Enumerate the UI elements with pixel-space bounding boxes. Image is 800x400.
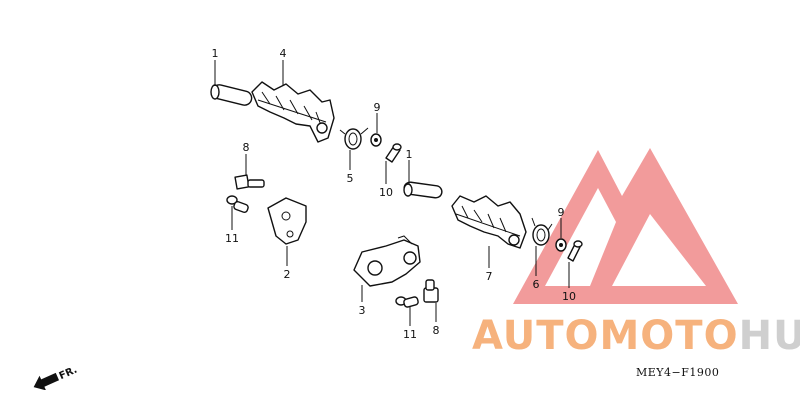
callout-6: 6 <box>533 278 540 291</box>
callout-1-lower: 1 <box>406 148 413 161</box>
watermark-logo <box>513 148 738 304</box>
callout-labels: 1 4 9 5 10 8 11 2 1 7 9 6 10 3 11 8 <box>212 47 577 341</box>
callout-9-lower: 9 <box>558 206 565 219</box>
cotter-lower <box>567 240 583 262</box>
callout-1-upper: 1 <box>212 47 219 60</box>
cotter-upper <box>385 143 402 163</box>
front-direction-arrow: FR. <box>33 365 79 390</box>
bolt-lower <box>423 279 439 303</box>
callout-11-lower: 11 <box>403 328 417 341</box>
pin-lower <box>403 181 443 199</box>
callout-10-upper: 10 <box>379 186 393 199</box>
bracket-lower <box>353 235 421 287</box>
bolt-upper <box>234 174 265 190</box>
watermark-text: AUTOMOTOHUB <box>472 316 800 356</box>
spring-upper <box>339 127 369 150</box>
callout-8-lower: 8 <box>433 324 440 337</box>
watermark-hub: HUB <box>738 313 800 359</box>
callout-2: 2 <box>284 268 291 281</box>
pin-upper <box>210 84 253 106</box>
callout-3: 3 <box>359 304 366 317</box>
callout-9-upper: 9 <box>374 101 381 114</box>
arrow-left-icon <box>33 372 60 390</box>
bracket-upper <box>267 197 307 245</box>
spring-lower <box>531 217 553 246</box>
step-upper <box>251 81 335 143</box>
callout-10-lower: 10 <box>562 290 576 303</box>
callout-11-upper: 11 <box>225 232 239 245</box>
bolt-small-lower <box>395 296 419 308</box>
front-label: FR. <box>58 365 79 383</box>
washer-lower <box>555 238 567 252</box>
callout-7: 7 <box>486 270 493 283</box>
callout-4: 4 <box>280 47 287 60</box>
diagram-code: MEY4−F1900 <box>636 366 720 379</box>
washer-upper <box>370 133 382 147</box>
step-lower <box>451 195 527 249</box>
bolt-small-upper <box>226 195 249 214</box>
leader-lines <box>214 60 570 326</box>
callout-5: 5 <box>347 172 354 185</box>
watermark-automoto: AUTOMOTO <box>472 313 739 359</box>
callout-8-upper: 8 <box>243 141 250 154</box>
